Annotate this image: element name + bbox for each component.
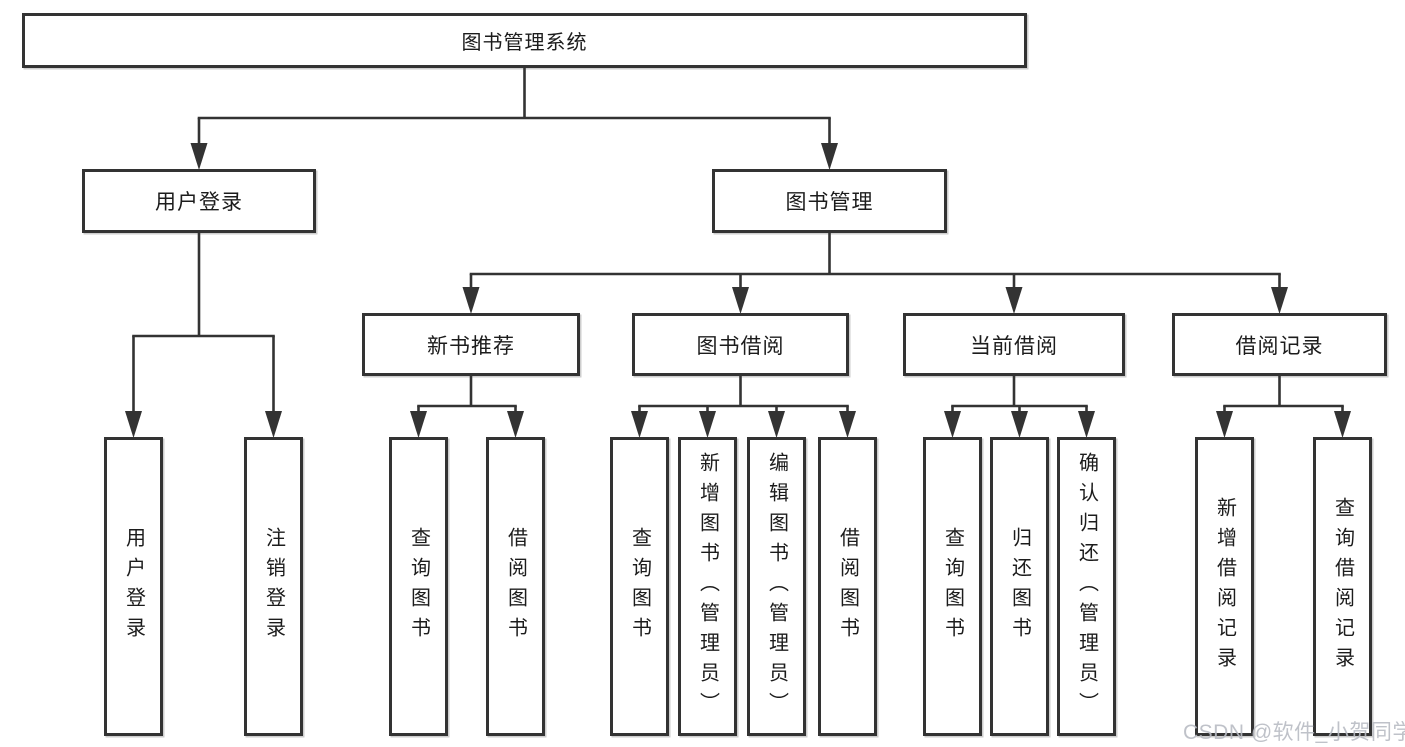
node-label: 编辑图书（管理员）: [765, 451, 788, 722]
arrowhead-down-icon: [1334, 411, 1351, 438]
arrowhead-down-icon: [699, 411, 716, 438]
node-leaf-query-book-3: 查询图书: [923, 437, 982, 736]
arrowhead-down-icon: [1216, 411, 1233, 438]
node-label: 确认归还（管理员）: [1075, 451, 1098, 722]
connector-borrow-records: [1216, 375, 1351, 438]
node-label: 新增借阅记录: [1213, 496, 1236, 677]
node-leaf-borrow-book-2: 借阅图书: [818, 437, 877, 736]
node-leaf-query-book-1: 查询图书: [389, 437, 448, 736]
arrowhead-down-icon: [631, 411, 648, 438]
node-label: 借阅记录: [1235, 334, 1324, 358]
connector-book-mgmt: [462, 232, 1288, 314]
connector-user-login: [125, 232, 282, 438]
node-leaf-logout: 注销登录: [244, 437, 303, 736]
node-label: 查询借阅记录: [1331, 496, 1354, 677]
node-book-borrow: 图书借阅: [632, 313, 849, 376]
node-label: 借阅图书: [504, 526, 527, 647]
arrowhead-down-icon: [732, 287, 749, 314]
arrowhead-down-icon: [410, 411, 427, 438]
node-leaf-query-book-2: 查询图书: [610, 437, 669, 736]
connector-new-book-rec: [410, 375, 524, 438]
node-root: 图书管理系统: [22, 13, 1027, 68]
node-label: 归还图书: [1008, 526, 1031, 647]
arrowhead-down-icon: [1005, 287, 1023, 314]
node-label: 新书推荐: [427, 334, 515, 358]
node-label: 查询图书: [628, 526, 651, 647]
node-new-book-rec: 新书推荐: [362, 313, 580, 376]
arrowhead-down-icon: [125, 411, 142, 438]
node-leaf-edit-book: 编辑图书（管理员）: [747, 437, 806, 736]
node-label: 用户登录: [155, 191, 243, 214]
arrowhead-down-icon: [944, 411, 961, 438]
node-label: 查询图书: [941, 526, 964, 647]
node-label: 图书借阅: [696, 334, 785, 358]
node-leaf-add-record: 新增借阅记录: [1195, 437, 1254, 736]
node-label: 图书管理: [785, 191, 874, 214]
node-user-login: 用户登录: [82, 169, 316, 233]
node-label: 借阅图书: [836, 526, 859, 647]
arrowhead-down-icon: [265, 411, 282, 438]
node-current-borrow: 当前借阅: [903, 313, 1125, 376]
arrowhead-down-icon: [462, 287, 480, 314]
connector-book-borrow: [631, 375, 856, 438]
node-label: 新增图书（管理员）: [696, 451, 719, 722]
arrowhead-down-icon: [768, 411, 785, 438]
node-label: 当前借阅: [970, 334, 1058, 358]
arrowhead-down-icon: [821, 143, 838, 170]
node-leaf-borrow-book-1: 借阅图书: [486, 437, 545, 736]
node-leaf-return-book: 归还图书: [990, 437, 1049, 736]
node-book-mgmt: 图书管理: [712, 169, 947, 233]
arrowhead-down-icon: [839, 411, 856, 438]
arrowhead-down-icon: [507, 411, 524, 438]
node-leaf-query-record: 查询借阅记录: [1313, 437, 1372, 736]
connector-root: [190, 67, 838, 170]
arrowhead-down-icon: [1271, 287, 1288, 314]
connector-current-borrow: [944, 375, 1095, 438]
node-label: 图书管理系统: [461, 32, 588, 54]
node-leaf-user-login: 用户登录: [104, 437, 163, 736]
node-leaf-confirm-return: 确认归还（管理员）: [1057, 437, 1116, 736]
arrowhead-down-icon: [1078, 411, 1095, 438]
csdn-watermark: CSDN @软件_小贺同学: [1183, 721, 1405, 744]
node-label: 注销登录: [262, 526, 285, 647]
arrowhead-down-icon: [190, 143, 208, 170]
node-label: 用户登录: [122, 526, 145, 647]
arrowhead-down-icon: [1011, 411, 1028, 438]
node-leaf-add-book: 新增图书（管理员）: [678, 437, 737, 736]
node-borrow-records: 借阅记录: [1172, 313, 1387, 376]
node-label: 查询图书: [407, 526, 430, 647]
